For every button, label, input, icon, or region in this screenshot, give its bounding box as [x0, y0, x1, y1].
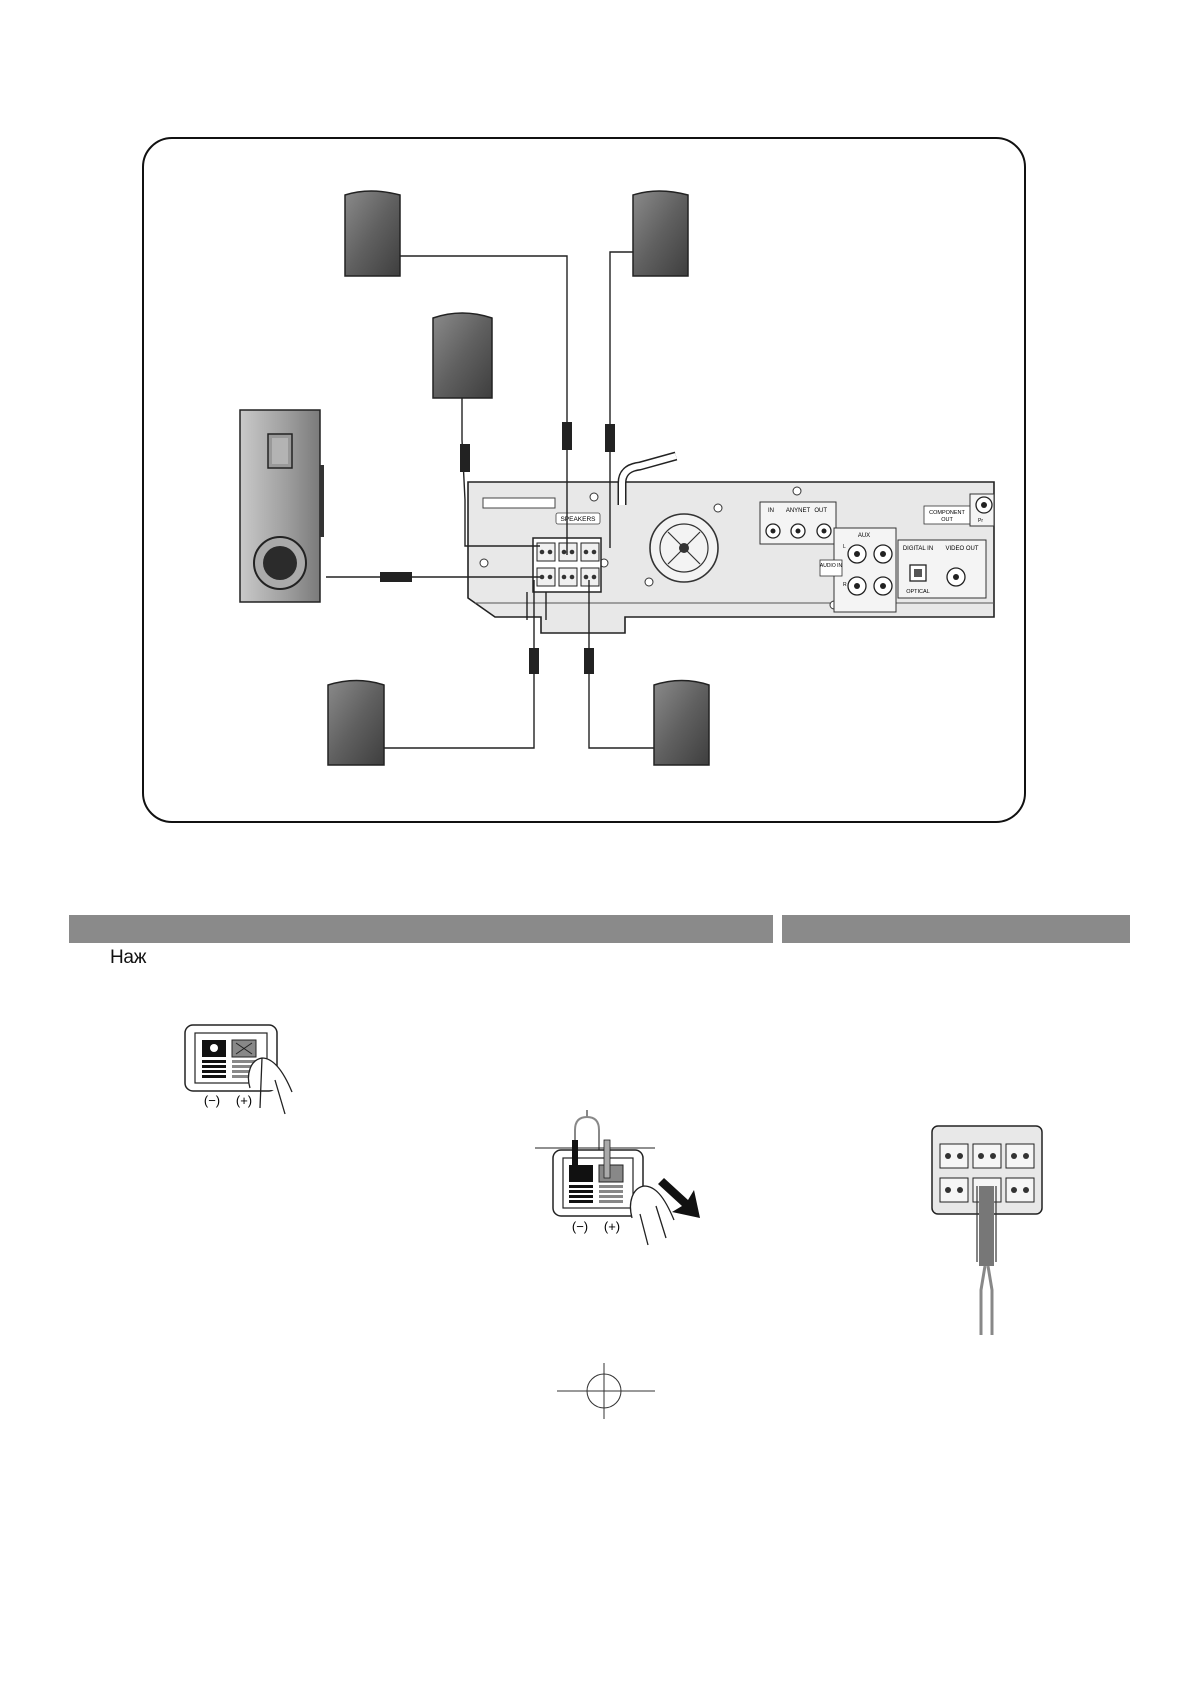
- terminal-block-with-cable-illustration: [931, 1125, 1043, 1335]
- main-unit-rear-panel: SPEAKERS IN ANYNET OUT AUX AUDIO IN L R …: [467, 451, 995, 634]
- anynet-in-label: IN: [768, 508, 774, 514]
- step-text: Наж: [110, 947, 147, 968]
- pr-label: Pr: [978, 518, 983, 524]
- cable-connectors: [380, 422, 615, 674]
- anynet-out-label: OUT: [814, 508, 827, 514]
- surround-right-speaker: [653, 679, 710, 766]
- anynet-label: ANYNET: [786, 508, 811, 514]
- video-out-label: VIDEO OUT: [945, 546, 978, 552]
- press-terminal-tab-illustration: (−) (+): [184, 1024, 293, 1115]
- front-left-speaker: [344, 190, 401, 277]
- insert-wire-illustration: (−) (+): [535, 1110, 700, 1246]
- aux-label: AUX: [858, 533, 870, 539]
- section-header-bar-right: [782, 915, 1130, 943]
- polarity-positive-label-2: (+): [604, 1219, 620, 1234]
- registration-mark: [557, 1363, 655, 1419]
- speakers-label: SPEAKERS: [560, 516, 596, 523]
- polarity-negative-label-1: (−): [204, 1093, 220, 1108]
- aux-l-label: L: [843, 544, 846, 550]
- connection-diagram-frame: [142, 137, 1026, 823]
- speaker-connection-diagram: SPEAKERS IN ANYNET OUT AUX AUDIO IN L R …: [239, 190, 995, 766]
- polarity-negative-label-2: (−): [572, 1219, 588, 1234]
- section-header-bar-left: [69, 915, 773, 943]
- surround-left-speaker: [327, 679, 385, 766]
- center-speaker: [432, 312, 493, 399]
- optical-label: OPTICAL: [906, 589, 930, 595]
- subwoofer: [239, 409, 324, 603]
- aux-r-label: R: [843, 582, 847, 588]
- component-out-label: OUT: [941, 517, 953, 523]
- terminal-instructions-illustrations: (−) (+) (−) (+): [184, 1024, 1043, 1419]
- digital-in-label: DIGITAL IN: [903, 546, 933, 552]
- component-label: COMPONENT: [929, 510, 965, 516]
- front-right-speaker: [632, 190, 689, 277]
- polarity-positive-label-1: (+): [236, 1093, 252, 1108]
- audio-in-label: AUDIO IN: [820, 563, 843, 569]
